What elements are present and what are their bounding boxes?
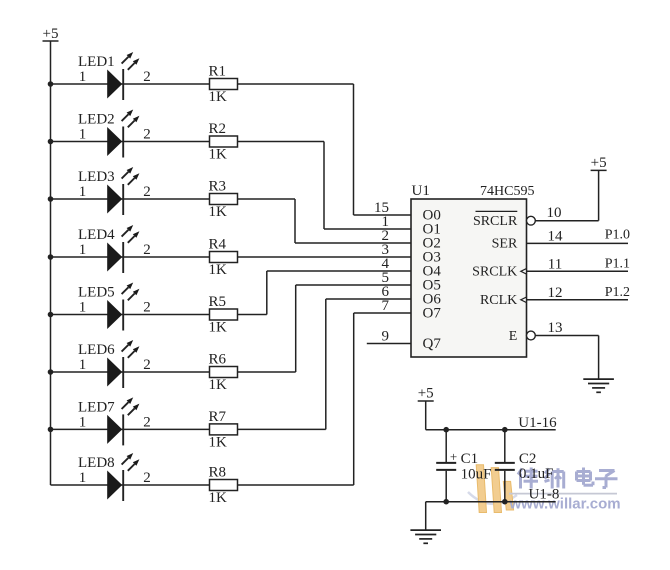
svg-text:O3: O3 bbox=[423, 250, 441, 266]
svg-text:C2: C2 bbox=[519, 451, 537, 467]
svg-text:12: 12 bbox=[548, 285, 563, 301]
svg-text:2: 2 bbox=[143, 470, 151, 486]
svg-text:1K: 1K bbox=[209, 377, 228, 393]
svg-text:LED3: LED3 bbox=[78, 169, 115, 185]
svg-text:1: 1 bbox=[79, 242, 87, 258]
svg-text:U1-8: U1-8 bbox=[529, 487, 560, 503]
svg-text:3: 3 bbox=[382, 242, 390, 258]
svg-text:LED4: LED4 bbox=[78, 227, 115, 243]
svg-text:LED8: LED8 bbox=[78, 455, 115, 471]
svg-text:4: 4 bbox=[382, 256, 390, 272]
svg-text:1: 1 bbox=[382, 214, 390, 230]
svg-text:SRCLR: SRCLR bbox=[473, 214, 518, 229]
svg-text:+5: +5 bbox=[43, 26, 59, 42]
svg-text:74HC595: 74HC595 bbox=[480, 184, 534, 199]
svg-text:6: 6 bbox=[382, 284, 390, 300]
svg-text:O5: O5 bbox=[423, 278, 441, 294]
svg-text:E: E bbox=[509, 329, 518, 344]
svg-text:2: 2 bbox=[143, 414, 151, 430]
svg-text:1: 1 bbox=[79, 414, 87, 430]
svg-text:13: 13 bbox=[548, 320, 563, 336]
svg-text:1K: 1K bbox=[209, 320, 228, 336]
svg-text:1K: 1K bbox=[209, 147, 228, 163]
svg-text:1: 1 bbox=[79, 184, 87, 200]
svg-text:11: 11 bbox=[548, 256, 562, 272]
svg-text:+5: +5 bbox=[418, 386, 434, 402]
svg-text:P1.0: P1.0 bbox=[605, 227, 630, 242]
svg-text:1K: 1K bbox=[209, 89, 228, 105]
svg-text:2: 2 bbox=[382, 228, 390, 244]
svg-text:O2: O2 bbox=[423, 236, 441, 252]
svg-text:RCLK: RCLK bbox=[480, 293, 517, 308]
svg-text:R7: R7 bbox=[209, 409, 227, 425]
svg-text:1K: 1K bbox=[209, 434, 228, 450]
svg-text:10uF: 10uF bbox=[461, 467, 492, 483]
svg-text:1: 1 bbox=[79, 357, 87, 373]
svg-text:www.willar.com: www.willar.com bbox=[509, 496, 621, 513]
svg-text:7: 7 bbox=[382, 298, 390, 314]
svg-text:0.1uF: 0.1uF bbox=[519, 466, 554, 482]
svg-text:2: 2 bbox=[143, 184, 151, 200]
svg-text:C1: C1 bbox=[461, 451, 479, 467]
svg-text:LED2: LED2 bbox=[78, 112, 115, 128]
svg-text:1: 1 bbox=[79, 69, 87, 85]
svg-text:R8: R8 bbox=[209, 465, 227, 481]
svg-text:O4: O4 bbox=[423, 264, 442, 280]
svg-text:Q7: Q7 bbox=[423, 336, 442, 352]
svg-text:1K: 1K bbox=[209, 262, 228, 278]
svg-text:SER: SER bbox=[492, 237, 518, 252]
svg-text:SRCLK: SRCLK bbox=[472, 265, 517, 280]
svg-text:LED5: LED5 bbox=[78, 285, 115, 301]
svg-text:2: 2 bbox=[143, 357, 151, 373]
svg-text:O7: O7 bbox=[423, 306, 442, 322]
svg-text:10: 10 bbox=[547, 205, 562, 221]
svg-text:R5: R5 bbox=[209, 294, 227, 310]
svg-text:5: 5 bbox=[382, 270, 390, 286]
svg-text:2: 2 bbox=[143, 127, 151, 143]
svg-text:9: 9 bbox=[382, 329, 390, 345]
svg-text:R1: R1 bbox=[209, 64, 227, 80]
svg-text:U1: U1 bbox=[412, 183, 430, 199]
svg-text:1K: 1K bbox=[209, 490, 228, 506]
svg-text:O6: O6 bbox=[423, 292, 442, 308]
svg-text:P1.2: P1.2 bbox=[605, 285, 630, 300]
svg-text:1: 1 bbox=[79, 470, 87, 486]
svg-text:U1-16: U1-16 bbox=[518, 415, 557, 431]
svg-text:15: 15 bbox=[374, 200, 389, 216]
svg-text:R4: R4 bbox=[209, 237, 227, 253]
svg-text:1K: 1K bbox=[209, 204, 228, 220]
svg-text:P1.1: P1.1 bbox=[605, 256, 630, 271]
svg-text:+: + bbox=[450, 449, 457, 464]
svg-text:O0: O0 bbox=[423, 208, 441, 224]
svg-text:14: 14 bbox=[548, 228, 564, 244]
svg-text:LED7: LED7 bbox=[78, 399, 115, 415]
svg-text:R3: R3 bbox=[209, 179, 227, 195]
svg-text:2: 2 bbox=[143, 69, 151, 85]
svg-text:R2: R2 bbox=[209, 121, 227, 137]
svg-text:2: 2 bbox=[143, 300, 151, 316]
svg-text:1: 1 bbox=[79, 127, 87, 143]
svg-text:2: 2 bbox=[143, 242, 151, 258]
svg-text:LED1: LED1 bbox=[78, 54, 115, 70]
svg-text:+5: +5 bbox=[591, 155, 607, 171]
svg-text:O1: O1 bbox=[423, 222, 441, 238]
svg-text:R6: R6 bbox=[209, 352, 227, 368]
svg-text:LED6: LED6 bbox=[78, 342, 115, 358]
svg-text:1: 1 bbox=[79, 300, 87, 316]
